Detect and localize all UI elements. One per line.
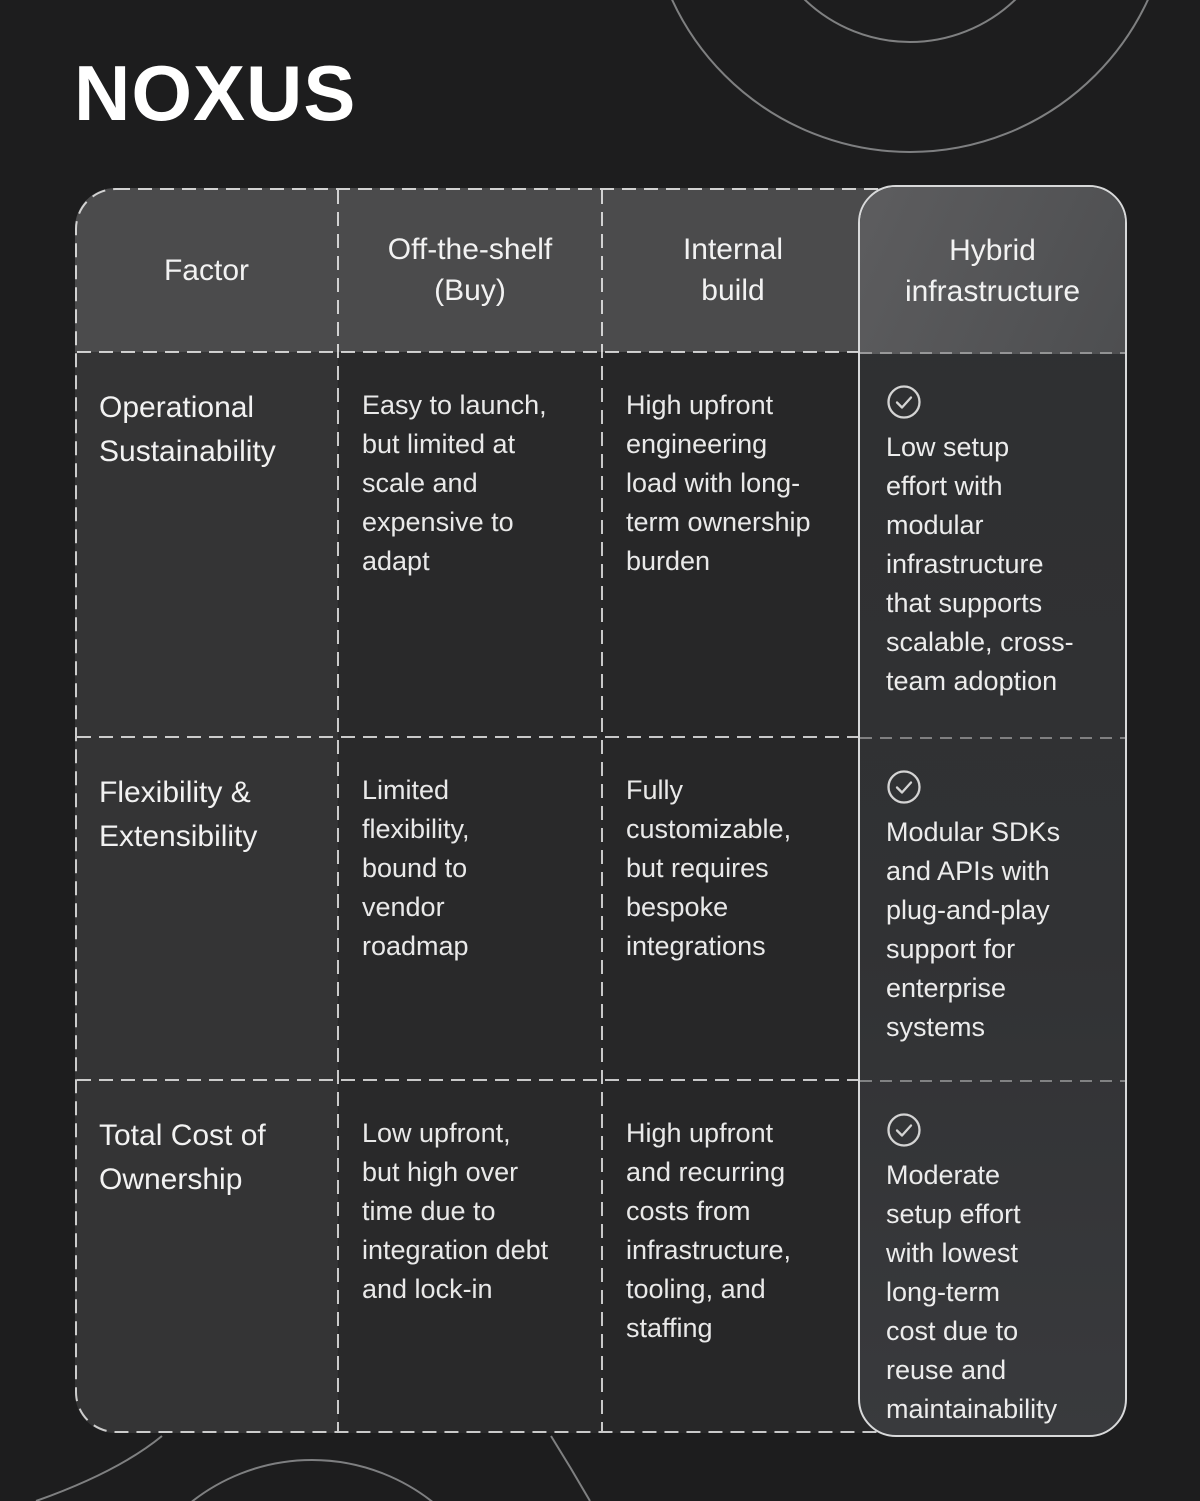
cell-buy-cost: Low upfront, but high over time due to i… — [338, 1080, 602, 1433]
panel-row-divider — [860, 1080, 1125, 1082]
bottom-right-arc — [550, 1435, 591, 1501]
hybrid-column-panel: Hybrid infrastructure Low setup effort w… — [858, 185, 1127, 1437]
cell-hybrid-cost: Moderate setup effort with lowest long-t… — [860, 1082, 1125, 1429]
factor-cell-operational-sustainability: Operational Sustainability — [75, 352, 338, 737]
column-header-hybrid: Hybrid infrastructure — [860, 187, 1125, 354]
column-header-buy: Off-the-shelf (Buy) — [338, 188, 602, 352]
top-outer-circle-arc — [671, 0, 1149, 153]
factor-cell-flexibility-extensibility: Flexibility & Extensibility — [75, 737, 338, 1080]
cell-hybrid-flexibility: Modular SDKs and APIs with plug-and-play… — [860, 739, 1125, 1047]
brand-logo: NOXUS — [74, 49, 357, 137]
cell-hybrid-operational: Low setup effort with modular infrastruc… — [860, 354, 1125, 701]
cell-build-cost: High upfront and recurring costs from in… — [602, 1080, 864, 1433]
hybrid-cell-text: Low setup effort with modular infrastruc… — [886, 432, 1074, 696]
check-circle-icon — [887, 1113, 921, 1147]
cell-buy-flexibility: Limited flexibility, bound to vendor roa… — [338, 737, 602, 1080]
hybrid-cell-text: Moderate setup effort with lowest long-t… — [886, 1160, 1058, 1424]
cell-build-flexibility: Fully customizable, but requires bespoke… — [602, 737, 864, 1080]
bottom-circle-arc — [191, 1459, 433, 1501]
panel-row-divider — [860, 352, 1125, 354]
column-header-internal-build: Internal build — [602, 188, 864, 352]
cell-build-operational: High upfront engineering load with long-… — [602, 352, 864, 737]
factor-cell-total-cost-of-ownership: Total Cost of Ownership — [75, 1080, 338, 1433]
bottom-left-arc — [35, 1435, 163, 1501]
cell-buy-operational: Easy to launch, but limited at scale and… — [338, 352, 602, 737]
check-circle-icon — [887, 385, 921, 419]
column-header-factor: Factor — [75, 188, 338, 352]
top-inner-circle-arc — [803, 0, 1017, 43]
check-circle-icon — [887, 770, 921, 804]
panel-row-divider — [860, 737, 1125, 739]
comparison-table: Factor Off-the-shelf (Buy) Internal buil… — [75, 185, 1127, 1437]
hybrid-cell-text: Modular SDKs and APIs with plug-and-play… — [886, 817, 1061, 1042]
